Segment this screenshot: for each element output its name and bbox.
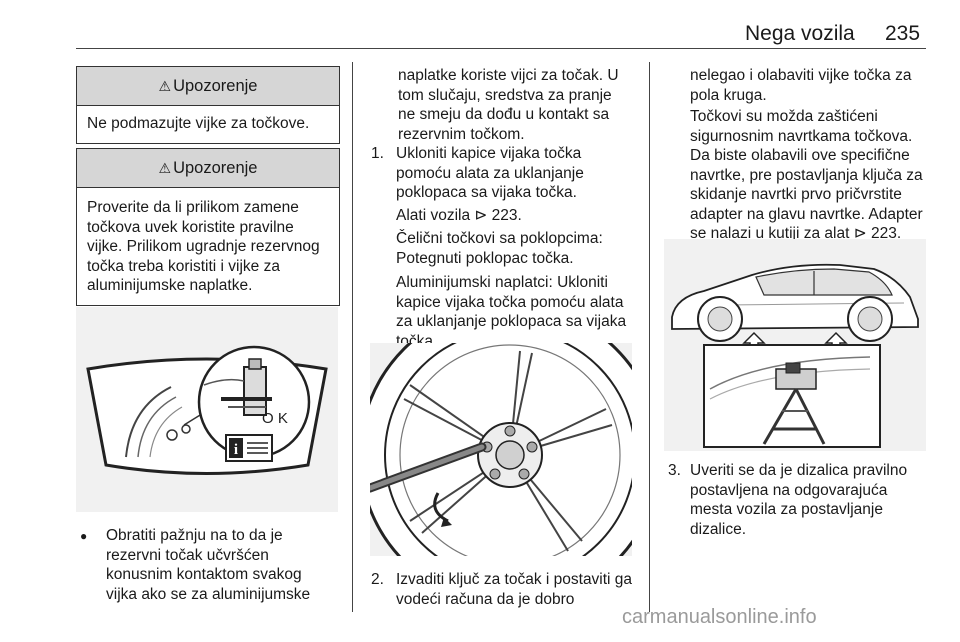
step-number: 3. bbox=[668, 462, 681, 479]
text-line: kapice vijaka točka pomoću alata bbox=[396, 293, 624, 311]
text-line: sigurnosnim navrtkama točkova. bbox=[690, 127, 913, 145]
text-line: Točkovi su možda zaštićeni bbox=[690, 108, 878, 125]
column-divider-1 bbox=[352, 62, 353, 612]
lock-nuts-text: Točkovi su možda zaštićeni sigurnosnim n… bbox=[690, 107, 923, 244]
step-number: 1. bbox=[371, 145, 384, 162]
text-line: tom slučaju, sredstva za pranje bbox=[398, 86, 612, 104]
text-line: vijka ako se za aluminijumske bbox=[106, 585, 311, 603]
text-line: navrtke, pre postavljanja ključa za bbox=[690, 166, 923, 184]
text-line: skidanje navrtki prvo pričvrstite bbox=[690, 186, 902, 203]
step-2: 2. Izvaditi ključ za točak i postaviti g… bbox=[371, 570, 641, 609]
warning-title: Upozorenje bbox=[173, 76, 258, 95]
text-line: mesta vozila za postavljanje bbox=[690, 501, 883, 518]
header-rule bbox=[76, 48, 926, 49]
warning-header: ⚠ Upozorenje bbox=[77, 149, 339, 188]
bullet-marker: ● bbox=[80, 529, 88, 543]
text-line: Aluminijumski naplatci: Ukloniti bbox=[396, 274, 608, 291]
text-line: Obratiti pažnju na to da je bbox=[106, 527, 283, 544]
text-line: ne smeju da dođu u kontakt sa bbox=[398, 106, 610, 123]
text-line: Da biste olabavili ove specifične bbox=[690, 147, 910, 164]
column-divider-2 bbox=[649, 62, 650, 612]
warning-text: Proverite da li prilikom zamene točkova … bbox=[77, 188, 339, 305]
text-line: vodeći računa da je dobro bbox=[396, 590, 575, 608]
page-number: 235 bbox=[885, 22, 921, 45]
step-number: 2. bbox=[371, 571, 384, 588]
text-line: postavljena na odgovarajuća bbox=[690, 481, 888, 499]
figure-label: O K bbox=[262, 410, 288, 427]
warning-box-2: ⚠ Upozorenje Proverite da li prilikom za… bbox=[76, 148, 340, 306]
text-line: rezervnim točkom. bbox=[398, 125, 525, 143]
text-line: konusnim kontaktom svakog bbox=[106, 566, 302, 583]
text-line: Proverite da li prilikom zamene bbox=[87, 199, 299, 216]
alloy-wheels-text: Aluminijumski naplatci: Ukloniti kapice … bbox=[396, 273, 626, 351]
watermark: carmanualsonline.info bbox=[622, 606, 817, 628]
text-line: Izvaditi ključ za točak i postaviti ga bbox=[396, 571, 633, 588]
text-line: dizalice. bbox=[690, 520, 746, 538]
text-line: Ukloniti kapice vijaka točka bbox=[396, 145, 582, 162]
text-line: pomoću alata za uklanjanje bbox=[396, 164, 584, 182]
warning-triangle-icon: ⚠ bbox=[158, 159, 172, 176]
jack-position-illustration bbox=[671, 263, 919, 448]
wheel-wrench-figure bbox=[358, 303, 662, 607]
text-line: adapter na glavu navrtke. Adapter bbox=[690, 205, 923, 223]
wheel-wrench-illustration bbox=[358, 303, 662, 607]
warning-box-1: ⚠ Upozorenje Ne podmazujte vijke za točk… bbox=[76, 66, 340, 144]
wheel-nut-figure: i O K bbox=[76, 307, 338, 512]
continued-text: nelegao i olabaviti vijke točka za pola … bbox=[690, 66, 911, 105]
text-line: aluminijumske naplatke. bbox=[87, 277, 253, 294]
steel-wheels-text: Čelični točkovi sa poklopcima: Potegnuti… bbox=[396, 229, 603, 268]
text-line: Potegnuti poklopac točka. bbox=[396, 249, 574, 267]
text-line: naplatke koriste vijci za točak. U bbox=[398, 67, 619, 84]
text-line: se nalazi u kutiji za alat ⊳ 223. bbox=[690, 225, 902, 242]
warning-header: ⚠ Upozorenje bbox=[77, 67, 339, 106]
warning-text: Ne podmazujte vijke za točkove. bbox=[87, 115, 310, 132]
text-line: za uklanjanje poklopaca sa vijaka bbox=[396, 313, 627, 330]
warning-triangle-icon: ⚠ bbox=[158, 77, 172, 94]
section-title: Nega vozila bbox=[745, 22, 855, 45]
warning-title: Upozorenje bbox=[173, 158, 258, 177]
text-line: Čelični točkovi sa poklopcima: bbox=[396, 230, 603, 247]
bullet-item: ● Obratiti pažnju na to da je rezervni t… bbox=[80, 526, 340, 604]
text-line: poklopaca sa vijaka točka. bbox=[396, 184, 577, 201]
text-line: Uveriti se da je dizalica pravilno bbox=[690, 462, 908, 479]
step-1: 1. Ukloniti kapice vijaka točka pomoću a… bbox=[371, 144, 641, 203]
text-line: vijke. Prilikom ugradnje rezervnog bbox=[87, 238, 320, 255]
tools-reference: Alati vozila ⊳ 223. bbox=[396, 207, 522, 224]
text-line: nelegao i olabaviti vijke točka za bbox=[690, 67, 912, 84]
text-line: rezervni točak učvršćen bbox=[106, 546, 269, 564]
text-line: točkova uvek koristite pravilne bbox=[87, 218, 294, 236]
text-line: pola kruga. bbox=[690, 86, 767, 104]
wheel-nut-illustration: i O K bbox=[86, 345, 328, 475]
step-3: 3. Uveriti se da je dizalica pravilno po… bbox=[668, 461, 930, 539]
continued-text: naplatke koriste vijci za točak. U tom s… bbox=[398, 66, 619, 144]
text-line: točka treba koristiti i vijke za bbox=[87, 257, 280, 275]
jack-position-figure bbox=[664, 239, 926, 451]
svg-text:i: i bbox=[234, 442, 238, 458]
